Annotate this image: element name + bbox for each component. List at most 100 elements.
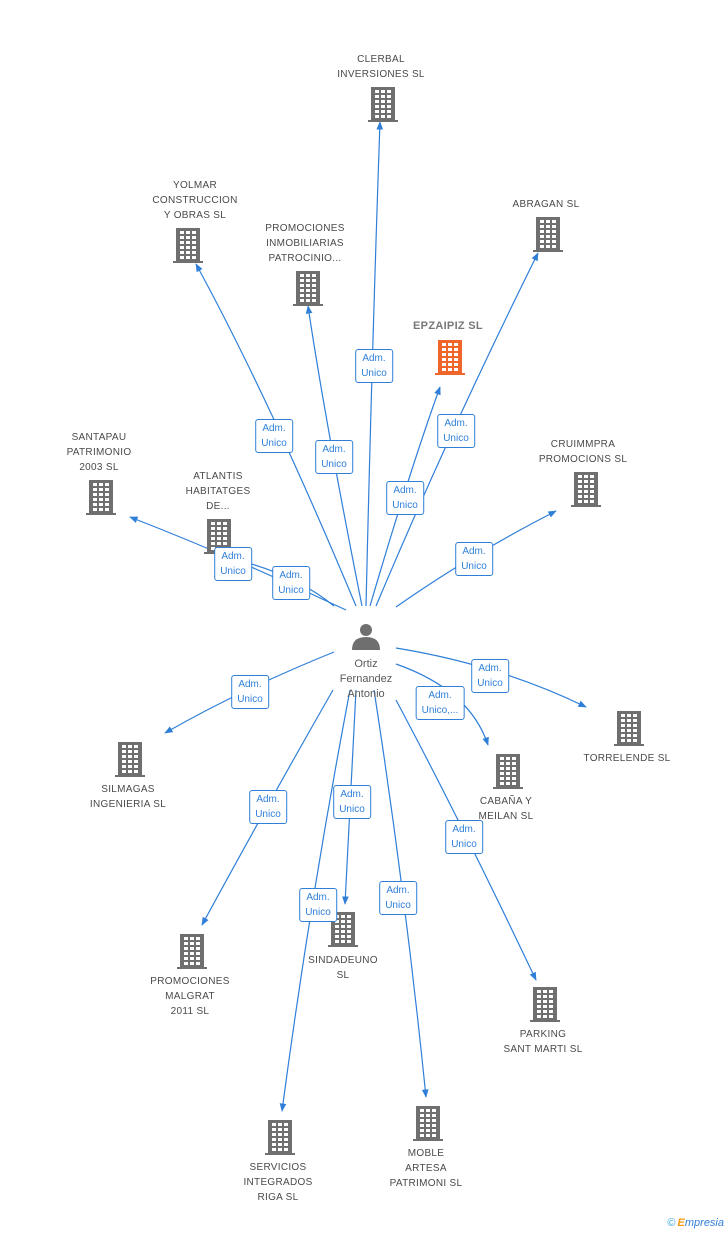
building-icon-parking[interactable] [530, 987, 560, 1022]
company-label-line: PARKING [519, 1029, 567, 1040]
company-label-cabana[interactable]: CABAÑA Y MEILAN SL [479, 794, 534, 824]
building-icon-epzaipiz[interactable] [435, 340, 465, 375]
edge-label-line: Adm. [322, 444, 346, 455]
company-label-line: INMOBILIARIAS [266, 238, 344, 249]
footer-brand[interactable]: ©Empresia [667, 1217, 724, 1229]
edge-label-line: Adm. [262, 423, 286, 434]
company-label-line: 2011 SL [170, 1006, 210, 1017]
person-icon[interactable] [352, 624, 380, 650]
edge-label-line: Adm. [386, 885, 410, 896]
company-label-cruimmpra[interactable]: CRUIMMPRA PROMOCIONS SL [539, 437, 627, 467]
edge-label-abragan[interactable]: Adm. Unico [437, 414, 475, 448]
edge-label-line: Unico [451, 839, 477, 850]
company-label-line: PROMOCIONES [265, 223, 345, 234]
edge-label-line: Adm. [340, 789, 364, 800]
building-icon-servicios[interactable] [265, 1120, 295, 1155]
company-label-line: INGENIERIA SL [89, 799, 167, 810]
edge-label-promociones-inmobiliarias[interactable]: Adm. Unico [315, 440, 353, 474]
building-icon-yolmar[interactable] [173, 228, 203, 263]
edge-label-torrelende[interactable]: Adm.Unico [471, 659, 509, 693]
edge-label-cruimmpra[interactable]: Adm.Unico [455, 542, 493, 576]
edge-label-moble[interactable]: Adm.Unico [379, 881, 417, 915]
edge-label-line: Unico [361, 368, 387, 379]
edge-label-silmagas[interactable]: Adm. Unico [231, 675, 269, 709]
edge-label-line: Unico [443, 433, 469, 444]
company-label-line: ARTESA [405, 1163, 447, 1174]
edge-label-clerbal[interactable]: Adm.Unico [355, 349, 393, 383]
company-label-promociones-malgrat[interactable]: PROMOCIONES MALGRAT 2011 SL [150, 974, 229, 1019]
edge-label-cabana[interactable]: Adm.Unico,... [415, 686, 465, 720]
edge-label-line: Adm. [393, 485, 417, 496]
edge-label-line: Adm. [238, 679, 262, 690]
person-name-line: Fernandez [339, 673, 393, 685]
company-label-line: INVERSIONES SL [337, 69, 425, 80]
brand-name: mpresia [684, 1217, 724, 1229]
edge-label-servicios[interactable]: Adm.Unico [299, 888, 337, 922]
edge-label-line: Unico [305, 907, 331, 918]
building-icon-promociones-malgrat[interactable] [177, 934, 207, 969]
edge-label-line: Unico [339, 804, 365, 815]
company-label-line: SERVICIOS [249, 1162, 307, 1173]
company-label-moble[interactable]: MOBLE ARTESA PATRIMONI SL [390, 1146, 463, 1191]
edge-label-line: Adm. [279, 570, 303, 581]
company-label-line: PROMOCIONES [150, 976, 230, 987]
edge-label-line: Unico [278, 585, 304, 596]
edge-label-line: Adm. [444, 418, 468, 429]
company-label-line: PATRIMONI SL [389, 1178, 463, 1189]
company-label-line: YOLMAR [172, 180, 218, 191]
company-label-line: 2003 SL [79, 462, 119, 473]
edge-label-line: Unico [392, 500, 418, 511]
edge-label-line: Unico [261, 438, 287, 449]
company-label-line: ATLANTIS [193, 471, 243, 482]
company-label-line: MALGRAT [165, 991, 215, 1002]
edge-label-epzaipiz[interactable]: Adm. Unico [386, 481, 424, 515]
edge-yolmar [195, 263, 357, 607]
company-label-line: PROMOCIONS SL [538, 454, 628, 465]
company-label-line: DE... [206, 501, 230, 512]
edge-label-line: Adm. [452, 824, 476, 835]
building-icon-silmagas[interactable] [115, 742, 145, 777]
edge-label-parking[interactable]: Adm. Unico [445, 820, 483, 854]
edge-label-promociones-malgrat[interactable]: Adm.Unico [249, 790, 287, 824]
company-label-torrelende[interactable]: TORRELENDE SL [583, 751, 670, 766]
building-icon-promociones-inmobiliarias[interactable] [293, 271, 323, 306]
edge-label-santapau[interactable]: Adm.Unico [214, 547, 252, 581]
company-label-line: EPZAIPIZ SL [413, 320, 483, 332]
company-label-line: CRUIMMPRA [550, 439, 616, 450]
building-icon-moble[interactable] [413, 1106, 443, 1141]
edge-label-line: Unico [237, 694, 263, 705]
company-label-line: MOBLE [407, 1148, 445, 1159]
company-label-line: MEILAN SL [478, 811, 534, 822]
company-label-line: CABAÑA Y [479, 796, 533, 807]
building-icon-cruimmpra[interactable] [571, 472, 601, 507]
building-icon-torrelende[interactable] [614, 711, 644, 746]
person-name[interactable]: Ortiz Fernandez Antonio [340, 657, 393, 702]
company-label-line: SANTAPAU [71, 432, 127, 443]
building-icon-santapau[interactable] [86, 480, 116, 515]
company-label-epzaipiz[interactable]: EPZAIPIZ SL [413, 319, 483, 334]
edge-label-line: Adm. [428, 690, 452, 701]
edge-label-line: Unico [255, 809, 281, 820]
building-icon-clerbal[interactable] [368, 87, 398, 122]
building-icon-cabana[interactable] [493, 754, 523, 789]
brand-initial: E [677, 1217, 685, 1229]
company-label-line: SINDADEUNO [308, 955, 378, 966]
building-icon-abragan[interactable] [533, 217, 563, 252]
edge-label-line: Unico [321, 459, 347, 470]
edge-label-sindadeuno[interactable]: Adm. Unico [333, 785, 371, 819]
company-label-line: INTEGRADOS [243, 1177, 313, 1188]
company-label-abragan[interactable]: ABRAGAN SL [513, 197, 580, 212]
edge-label-yolmar[interactable]: Adm. Unico [255, 419, 293, 453]
edge-label-atlantis[interactable]: Adm. Unico [272, 566, 310, 600]
edge-label-line: Adm. [462, 546, 486, 557]
